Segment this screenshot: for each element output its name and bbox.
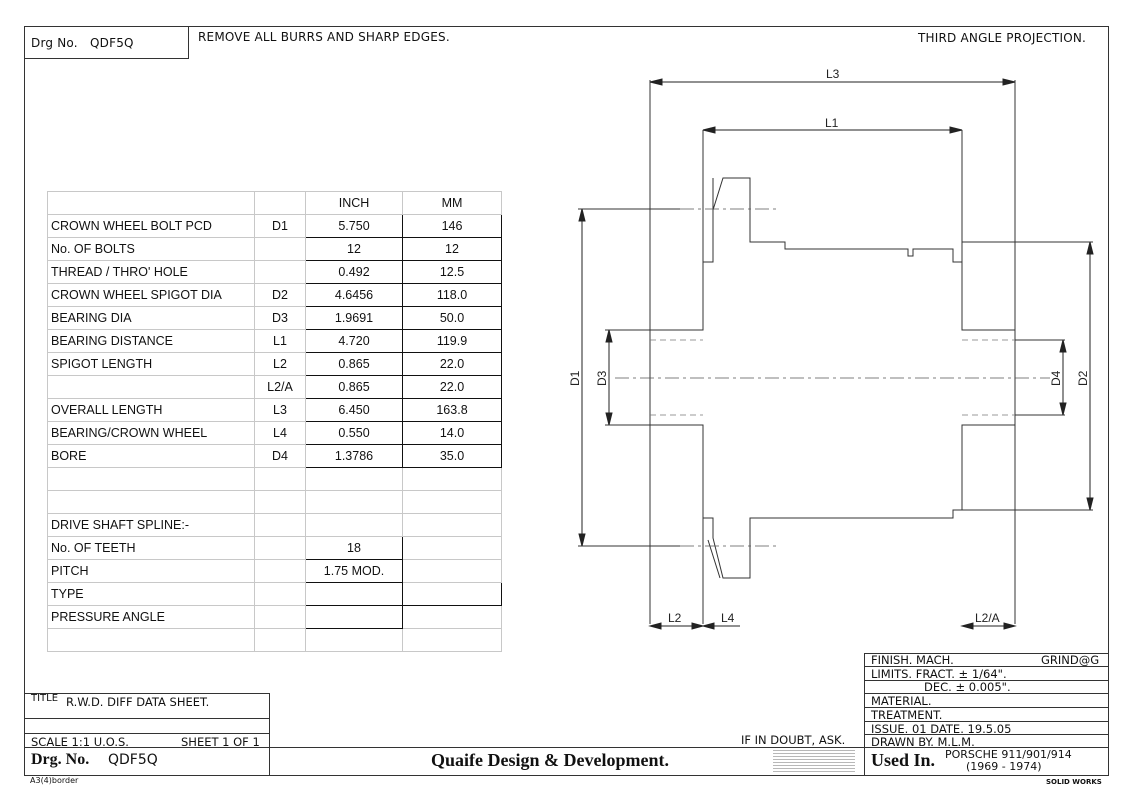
projection-note: THIRD ANGLE PROJECTION. xyxy=(918,31,1087,45)
dim-label-l3: L3 xyxy=(826,67,840,81)
table-cell-desc: TYPE xyxy=(47,582,255,606)
table-cell-mm: 35.0 xyxy=(402,444,502,468)
title-block-divider xyxy=(864,666,1108,667)
software-note: SOLID WORKS xyxy=(1046,778,1102,786)
doubt-note: IF IN DOUBT, ASK. xyxy=(741,733,846,747)
scale-text: SCALE 1:1 U.O.S. xyxy=(31,735,129,749)
table-cell-mm: 146 xyxy=(402,214,502,238)
table-cell-inch: 5.750 xyxy=(305,214,403,238)
title-block-divider xyxy=(864,680,1108,681)
table-cell-inch: 18 xyxy=(305,536,403,560)
dim-label-l4: L4 xyxy=(721,611,735,625)
used-in-label: Used In. xyxy=(871,750,936,770)
table-cell-ref: D2 xyxy=(254,283,306,307)
drg-number-value: QDF5Q xyxy=(90,36,134,50)
title-block-divider xyxy=(864,707,1108,708)
used-in-years: (1969 - 1974) xyxy=(966,760,1042,773)
limits-text: LIMITS. FRACT. ± 1/64". xyxy=(871,667,1007,681)
table-cell-inch: 4.6456 xyxy=(305,283,403,307)
table-cell-ref: D4 xyxy=(254,444,306,468)
title-block-divider xyxy=(864,693,1108,694)
table-row xyxy=(47,490,502,514)
dim-label-l2a: L2/A xyxy=(975,611,1000,625)
table-cell-mm xyxy=(402,582,502,606)
table-cell-inch: 6.450 xyxy=(305,398,403,422)
table-cell-mm xyxy=(402,467,502,491)
table-cell-mm: 22.0 xyxy=(402,375,502,399)
part-outline-top xyxy=(649,177,1015,624)
used-in-value: PORSCHE 911/901/914 xyxy=(945,748,1072,761)
table-cell-ref xyxy=(254,467,306,491)
title-block-left xyxy=(24,693,270,776)
drg-number-box xyxy=(24,26,189,59)
table-col-header: INCH xyxy=(305,191,403,215)
table-col-header xyxy=(254,191,306,215)
drg-no-value: QDF5Q xyxy=(108,752,158,768)
title-label: TITLE xyxy=(31,693,59,704)
part-outline-bottom xyxy=(650,424,1016,624)
table-cell-inch xyxy=(305,628,403,652)
issue-date-text: ISSUE. 01 DATE. 19.5.05 xyxy=(871,722,1012,736)
table-cell-inch xyxy=(305,513,403,537)
title-block-divider xyxy=(864,721,1108,722)
dim-label-d3: D3 xyxy=(595,370,609,386)
dim-label-d4: D4 xyxy=(1049,370,1063,386)
company-name: Quaife Design & Development. xyxy=(431,750,669,770)
dim-label-l1: L1 xyxy=(825,116,839,130)
border-note: A3(4)border xyxy=(30,776,79,785)
table-cell-inch: 1.9691 xyxy=(305,306,403,330)
copyright-fine-print xyxy=(773,748,855,772)
drg-no-label: Drg. No. xyxy=(31,751,90,768)
dim-label-l2: L2 xyxy=(668,611,682,625)
general-note: REMOVE ALL BURRS AND SHARP EDGES. xyxy=(198,30,450,44)
table-cell-desc: No. OF BOLTS xyxy=(47,237,255,261)
table-cell-ref xyxy=(254,559,306,583)
material-text: MATERIAL. xyxy=(871,694,932,708)
dim-label-d1: D1 xyxy=(568,370,582,386)
title-block-divider xyxy=(864,747,1108,748)
dim-label-d2: D2 xyxy=(1076,370,1090,386)
table-cell-desc: SPIGOT LENGTH xyxy=(47,352,255,376)
finish-text: FINISH. MACH. xyxy=(871,653,954,667)
table-row xyxy=(47,628,502,652)
table-cell-mm xyxy=(402,490,502,514)
table-cell-inch: 4.720 xyxy=(305,329,403,353)
table-cell-desc: BORE xyxy=(47,444,255,468)
table-cell-mm: 118.0 xyxy=(402,283,502,307)
finish-grind: GRIND@G xyxy=(1041,653,1100,667)
title-block-divider xyxy=(864,734,1108,735)
table-cell-desc: CROWN WHEEL SPIGOT DIA xyxy=(47,283,255,307)
dec-text: DEC. ± 0.005". xyxy=(924,680,1011,694)
table-cell-ref: D1 xyxy=(254,214,306,238)
drawn-by-text: DRAWN BY. M.L.M. xyxy=(871,735,975,749)
title-block-right xyxy=(864,653,1109,776)
table-cell-desc: BEARING DISTANCE xyxy=(47,329,255,353)
table-cell-mm: 50.0 xyxy=(402,306,502,330)
table-cell-desc: CROWN WHEEL BOLT PCD xyxy=(47,214,255,238)
drawing-border xyxy=(24,26,1109,776)
table-cell-desc: DRIVE SHAFT SPLINE:- xyxy=(47,513,255,537)
title-value: R.W.D. DIFF DATA SHEET. xyxy=(66,695,210,709)
table-cell-ref xyxy=(254,628,306,652)
table-cell-mm xyxy=(402,513,502,537)
treatment-text: TREATMENT. xyxy=(871,708,943,722)
table-cell-mm xyxy=(402,628,502,652)
sheet-text: SHEET 1 OF 1 xyxy=(181,735,260,749)
drg-number-label: Drg No. xyxy=(31,36,78,50)
